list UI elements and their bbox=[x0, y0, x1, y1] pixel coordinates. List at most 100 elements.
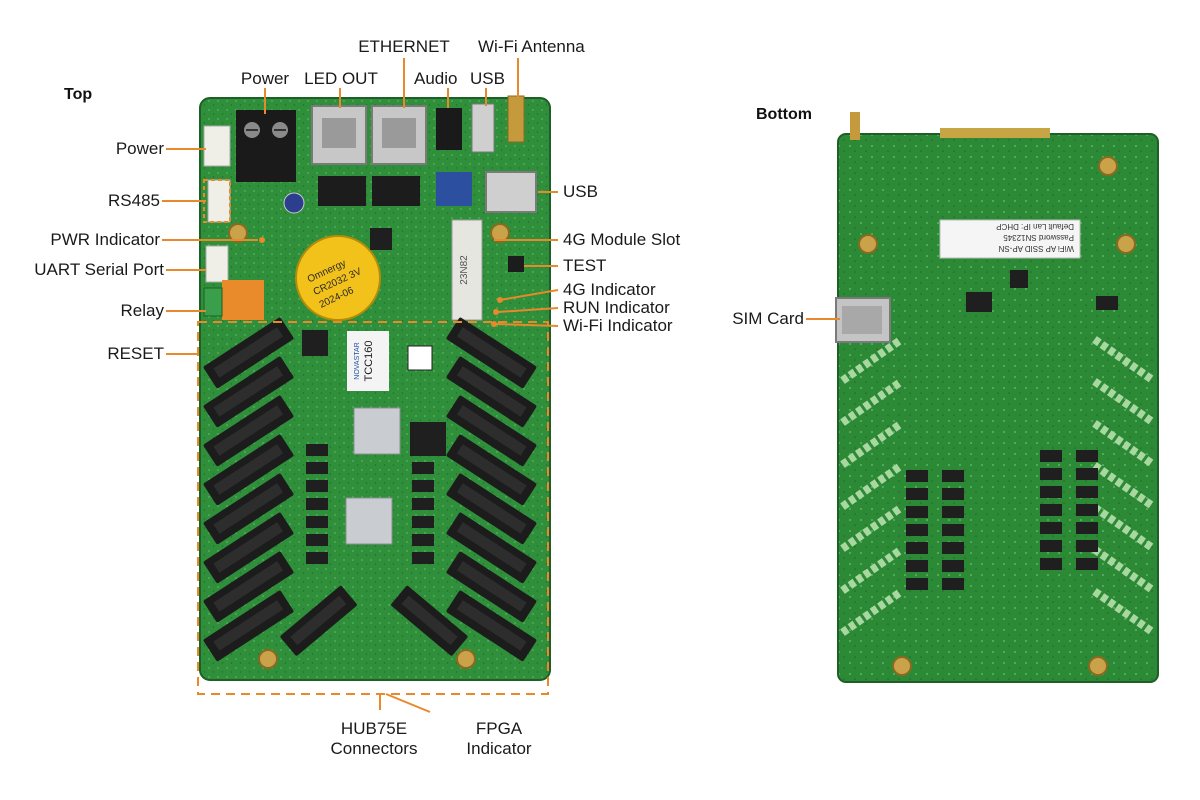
driver-chip bbox=[1040, 468, 1062, 480]
hub75e-connector bbox=[203, 512, 294, 584]
driver-chip bbox=[942, 488, 964, 500]
hub75e-connector bbox=[203, 473, 294, 545]
driver-chip bbox=[942, 578, 964, 590]
driver-chip bbox=[906, 560, 928, 572]
power-connector-left bbox=[203, 125, 231, 167]
hub75e-connector bbox=[203, 551, 294, 623]
label-test: TEST bbox=[563, 256, 607, 275]
mount-hole bbox=[456, 649, 476, 669]
wifi-antenna-connector bbox=[507, 95, 525, 143]
pad-row bbox=[840, 379, 902, 426]
run-led bbox=[493, 309, 499, 315]
wifi-led bbox=[491, 321, 497, 327]
pwr-led bbox=[259, 237, 265, 243]
driver-chip bbox=[906, 578, 928, 590]
coin-battery bbox=[295, 235, 381, 321]
driver-chip bbox=[412, 462, 434, 474]
relay bbox=[222, 280, 264, 320]
pad-row bbox=[1092, 336, 1154, 383]
label-4g-module-slot: 4G Module Slot bbox=[563, 230, 681, 249]
driver-chip bbox=[412, 516, 434, 528]
label-audio: Audio bbox=[414, 69, 458, 88]
usb-port-top bbox=[471, 103, 495, 153]
driver-chip bbox=[942, 524, 964, 536]
hub75e-connector bbox=[203, 590, 294, 662]
uart-connector bbox=[205, 245, 229, 283]
4g-module-slot bbox=[451, 219, 483, 321]
driver-chip bbox=[1040, 558, 1062, 570]
label-reset: RESET bbox=[107, 344, 164, 363]
driver-chip bbox=[412, 444, 434, 456]
hub75e-connector bbox=[446, 590, 537, 662]
label-hub75e-2: Connectors bbox=[330, 739, 418, 758]
driver-chip bbox=[412, 534, 434, 546]
driver-chip bbox=[942, 506, 964, 518]
pad-row bbox=[1092, 420, 1154, 467]
pad-row bbox=[840, 589, 902, 636]
driver-chip bbox=[1076, 540, 1098, 552]
label-led-out: LED OUT bbox=[304, 69, 378, 88]
brand-print: NOVASTAR bbox=[354, 342, 361, 379]
hub75e-connector bbox=[446, 551, 537, 623]
top-side-heading: Top bbox=[64, 86, 93, 103]
model-sticker bbox=[347, 331, 389, 391]
pad-row bbox=[1092, 504, 1154, 551]
label-4g-indicator: 4G Indicator bbox=[563, 280, 656, 299]
hub75e-connector bbox=[203, 434, 294, 506]
label-pwr-indicator: PWR Indicator bbox=[50, 230, 160, 249]
driver-chip bbox=[906, 506, 928, 518]
wifi-sticker bbox=[939, 219, 1081, 259]
driver-chip bbox=[306, 552, 328, 564]
label-uart: UART Serial Port bbox=[34, 260, 164, 279]
driver-chip bbox=[1040, 450, 1062, 462]
driver-chip bbox=[1040, 540, 1062, 552]
label-power-top: Power bbox=[240, 69, 290, 88]
bottom-board: WiFi AP SSID AP-SN Password SN12345 Defa… bbox=[835, 112, 1159, 683]
label-wifi-indicator: Wi-Fi Indicator bbox=[563, 316, 673, 335]
driver-chip bbox=[306, 462, 328, 474]
sticker-print-3: Default Lan IP: DHCP bbox=[996, 222, 1074, 231]
sticker-print-1: WiFi AP SSID AP-SN bbox=[998, 244, 1074, 253]
pad-row bbox=[840, 337, 902, 384]
hub75e-connector bbox=[446, 317, 537, 389]
driver-chip bbox=[1040, 522, 1062, 534]
pad-row bbox=[1092, 588, 1154, 635]
hub75e-connector bbox=[280, 585, 357, 656]
driver-chip bbox=[306, 480, 328, 492]
driver-chip bbox=[412, 498, 434, 510]
label-ethernet: ETHERNET bbox=[358, 37, 450, 56]
driver-chip bbox=[306, 498, 328, 510]
model-print: TCC160 bbox=[363, 341, 375, 382]
driver-chip bbox=[412, 480, 434, 492]
driver-chip bbox=[306, 534, 328, 546]
label-wifi-antenna: Wi-Fi Antenna bbox=[478, 37, 585, 56]
pad-row bbox=[840, 421, 902, 468]
label-run-indicator: RUN Indicator bbox=[563, 298, 670, 317]
driver-chip bbox=[1076, 522, 1098, 534]
driver-chip bbox=[1076, 468, 1098, 480]
heatsink bbox=[353, 407, 401, 455]
pad-row bbox=[1092, 378, 1154, 425]
label-rs485: RS485 bbox=[108, 191, 160, 210]
mount-hole bbox=[258, 649, 278, 669]
driver-chip bbox=[942, 560, 964, 572]
callout-lines bbox=[162, 58, 840, 713]
driver-chip bbox=[306, 444, 328, 456]
hub75e-connector bbox=[203, 356, 294, 428]
label-usb-top: USB bbox=[470, 69, 505, 88]
driver-chip bbox=[1040, 486, 1062, 498]
hub75e-connector bbox=[203, 317, 294, 389]
pad-row bbox=[1092, 546, 1154, 593]
hub75e-connector bbox=[446, 434, 537, 506]
4g-led bbox=[497, 297, 503, 303]
driver-chip bbox=[906, 488, 928, 500]
pad-row bbox=[840, 547, 902, 594]
test-button bbox=[508, 256, 524, 272]
label-power-left: Power bbox=[115, 139, 164, 158]
driver-chip bbox=[906, 470, 928, 482]
hub75e-connector bbox=[446, 356, 537, 428]
driver-chip bbox=[1076, 558, 1098, 570]
driver-chip bbox=[412, 552, 434, 564]
